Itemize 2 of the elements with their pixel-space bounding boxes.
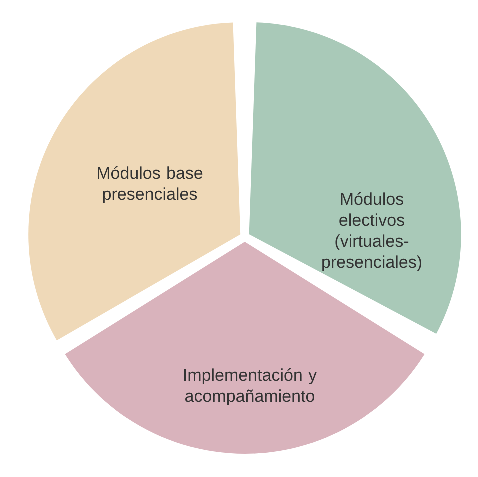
cycle-segment: Módulos electivos (virtuales-presenciales) — [249, 22, 462, 334]
cycle-segment: Módulos base presenciales — [28, 22, 241, 341]
